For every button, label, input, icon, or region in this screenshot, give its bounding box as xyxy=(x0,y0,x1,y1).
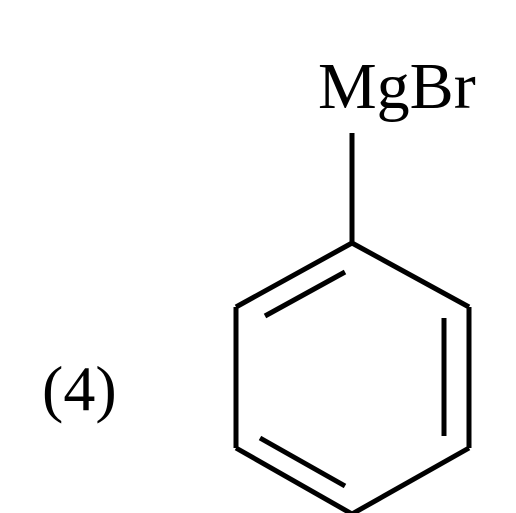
ring-double-bond-inner-bottom xyxy=(258,435,347,489)
substituent-label: MgBr xyxy=(318,50,476,123)
ring-bond-top-right xyxy=(350,240,471,310)
ring-double-bond-inner-top-left xyxy=(263,269,347,319)
benzene-ring xyxy=(233,240,472,513)
option-label: (4) xyxy=(42,353,117,424)
ring-bond-bottom-right xyxy=(350,445,471,513)
ring-bond-top-left xyxy=(234,240,354,310)
ring-bond-bottom-left xyxy=(234,445,354,513)
